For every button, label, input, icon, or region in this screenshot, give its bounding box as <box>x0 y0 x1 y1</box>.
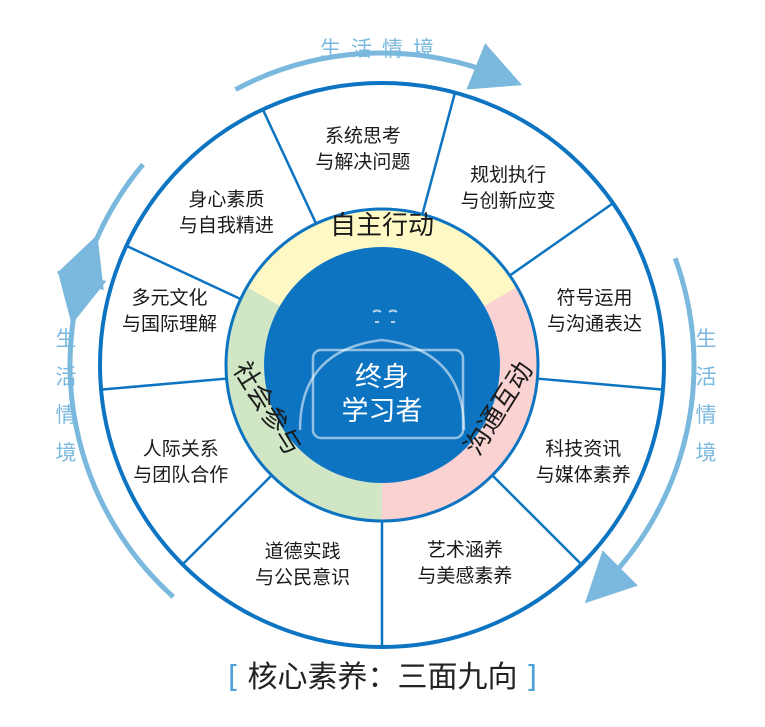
segment-divider <box>421 92 457 214</box>
core-sector-autonomous-action <box>246 209 518 306</box>
context-label-char: 生 <box>696 327 717 351</box>
segment-divider <box>261 108 317 224</box>
figure-caption: [核心素养：三面九向] <box>0 652 765 712</box>
segment-divider <box>181 475 272 566</box>
context-label-char: 境 <box>56 441 77 465</box>
competency-line2: 与解决问题 <box>315 151 410 173</box>
competency-line2: 与团队合作 <box>133 464 228 486</box>
competency-line1: 道德实践 <box>265 541 341 563</box>
core-label-autonomous-action: 自主行动 <box>330 211 434 241</box>
caption-bracket-right: ] <box>525 660 538 695</box>
context-label-char: 境 <box>696 441 717 465</box>
competency-line1: 科技资讯 <box>545 438 621 460</box>
core-ring <box>224 207 540 523</box>
context-label-char: 情 <box>56 403 77 427</box>
competency-line1: 身心素质 <box>188 188 264 210</box>
context-arrow-top <box>234 43 523 92</box>
center-circle <box>264 247 500 483</box>
competency-line1: 符号运用 <box>556 287 632 309</box>
segment-divider <box>509 202 614 276</box>
context-label-top: 生活情境 <box>320 37 444 61</box>
context-label-char: 活 <box>696 365 717 389</box>
segment-divider <box>100 377 226 391</box>
context-label-char: 情 <box>696 403 717 427</box>
caption-text: 核心素养：三面九向 <box>247 660 518 695</box>
core-sector-social-participation <box>225 287 382 521</box>
context-label-left: 生活情境 <box>56 327 77 465</box>
context-arrow-left-upper <box>57 162 145 325</box>
segment-dividers <box>100 92 664 647</box>
context-label-char: 活 <box>56 365 77 389</box>
competency-line2: 与美感素养 <box>417 565 512 587</box>
competency-line2: 与沟通表达 <box>547 313 642 335</box>
segment-divider <box>538 377 664 391</box>
competency-line2: 与创新应变 <box>461 190 556 212</box>
competency-line2: 与媒体素养 <box>536 464 631 486</box>
center-label-line1: 终身 <box>355 362 409 393</box>
competency-line1: 多元文化 <box>131 287 207 309</box>
competency-line1: 系统思考 <box>325 125 401 147</box>
context-label-char: 生 <box>56 327 77 351</box>
context-arrows <box>56 43 697 604</box>
competency-line2: 与自我精进 <box>179 214 274 236</box>
learner-icon <box>298 309 466 440</box>
competency-line2: 与国际理解 <box>122 313 217 335</box>
segment-divider <box>492 475 583 566</box>
competency-line1: 人际关系 <box>143 438 219 460</box>
caption-bracket-left: [ <box>227 660 240 695</box>
segment-divider <box>125 244 241 300</box>
competency-line1: 规划执行 <box>470 164 546 186</box>
core-sector-communication <box>382 287 538 521</box>
core-ring-outline <box>224 207 540 523</box>
center-label-line2: 学习者 <box>342 396 423 427</box>
context-label-right: 生活情境 <box>696 327 717 465</box>
competency-labels: 系统思考与解决问题规划执行与创新应变符号运用与沟通表达科技资讯与媒体素养艺术涵养… <box>122 125 642 589</box>
context-arrow-right <box>584 257 697 604</box>
competency-line1: 艺术涵养 <box>427 539 503 561</box>
competency-line2: 与公民意识 <box>255 567 350 589</box>
